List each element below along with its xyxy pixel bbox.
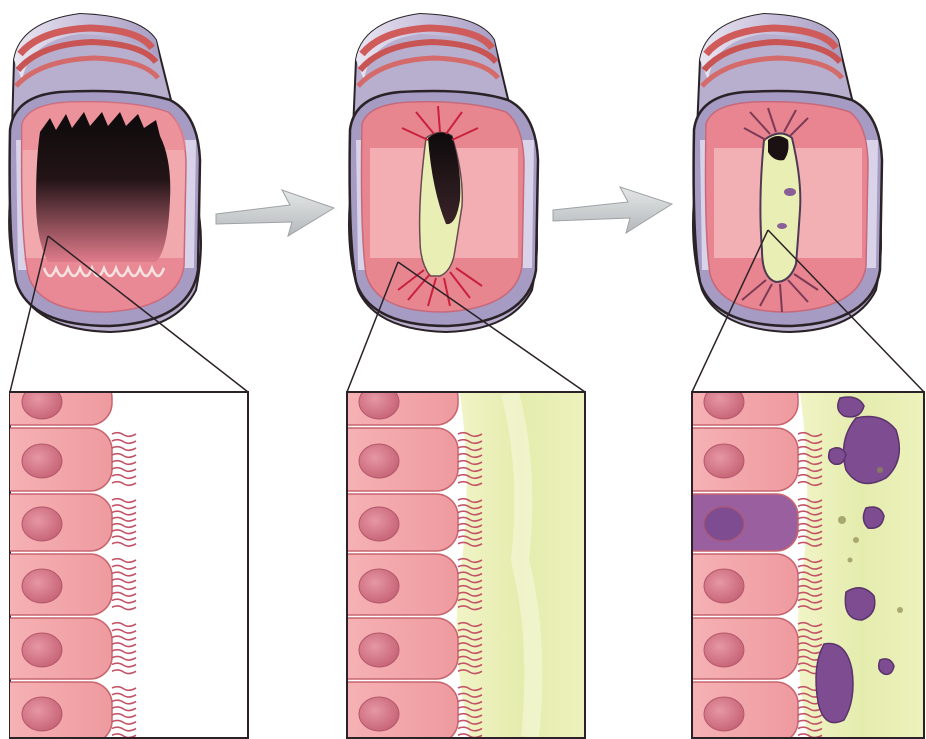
cell-nucleus [359,507,399,541]
cell-nucleus [704,444,744,478]
cell-nucleus [704,697,744,731]
cell-nucleus [22,633,62,667]
cell-nucleus [22,507,62,541]
zoom-panel-inflammation [672,376,924,739]
cell-nucleus [22,385,62,419]
cell-nucleus [359,385,399,419]
cell-nucleus [704,633,744,667]
cell-nucleus [359,569,399,603]
cell-nucleus [704,385,744,419]
progression-arrow-2 [553,187,672,233]
airway-narrowed [349,14,538,332]
cell-nucleus [359,697,399,731]
cell-nucleus [704,507,744,541]
cell-nucleus [22,444,62,478]
zoom-panel-mucus [327,376,585,739]
airway-obstructed [693,14,882,332]
airway-normal [9,14,201,332]
cell-nucleus [22,569,62,603]
progression-arrow-1 [216,190,334,236]
zoom-panel-normal [0,376,248,739]
cell-nucleus [704,569,744,603]
cell-nucleus [359,633,399,667]
cell-nucleus [359,444,399,478]
cell-nucleus [22,697,62,731]
